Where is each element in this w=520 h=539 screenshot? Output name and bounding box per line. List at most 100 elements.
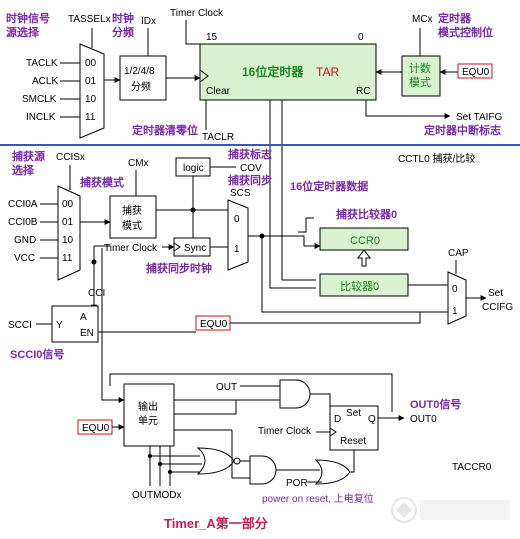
latch-a: A: [80, 312, 87, 323]
mux2-01: 01: [62, 217, 74, 228]
ff-clock-mark: [329, 427, 337, 437]
cci-label: CCI: [88, 288, 105, 299]
capture-source-label-a: 捕获源: [12, 149, 45, 163]
smclk-label: SMCLK: [22, 94, 57, 105]
ff-reset-label: Reset: [340, 436, 366, 447]
capture-mode-block: [109, 195, 157, 239]
scci-label: SCCI: [8, 320, 32, 331]
output-unit-block: [123, 383, 175, 447]
capture-compare0-label: 捕获比较器0: [336, 207, 397, 221]
aclk-label: ACLK: [32, 76, 58, 87]
d-flipflop: [329, 405, 379, 451]
cap-label: CAP: [448, 248, 469, 259]
timer-interrupt-flag-label: 定时器中断标志: [424, 123, 501, 137]
mux2-00: 00: [62, 199, 74, 210]
cci-junction: [91, 259, 97, 265]
scs-label: SCS: [230, 188, 251, 199]
latch-y: Y: [56, 320, 63, 331]
timer-data-bus: [269, 100, 316, 289]
cap-mux-1: 1: [452, 306, 458, 317]
out-feedback: [109, 373, 393, 412]
mux1-11: 11: [85, 112, 96, 123]
scs-mux-1: 1: [234, 244, 240, 255]
divider-label-b: 分频: [131, 80, 151, 93]
ccr0-label: CCR0: [350, 235, 380, 247]
timer-16bit-data-label: 16位定时器数据: [290, 179, 368, 193]
output-unit-mid-lines: [174, 400, 237, 431]
set-ccifg-label-b: CCIFG: [482, 302, 513, 313]
comparator0-label: 比较器0: [340, 279, 379, 293]
clock-divider-label-b: 分频: [112, 25, 134, 39]
out0-label: OUT0: [410, 414, 437, 425]
watermark-logo: [391, 497, 510, 523]
cctl0-label: CCTL0 捕获/比较: [398, 152, 475, 165]
count-mode-block: [401, 55, 441, 97]
timer-clock-sync-label: Timer Clock: [104, 243, 158, 254]
outmod-junction-2: [158, 462, 162, 466]
timer-block-title: 16位定时器: [242, 64, 304, 79]
equ0-mid-label: EQU0: [200, 319, 228, 330]
ff-set-label: Set: [346, 408, 361, 419]
timer-clock-low-label: Timer Clock: [258, 426, 312, 437]
scs-mux: [227, 199, 249, 271]
ccisx-out-line: [101, 248, 125, 403]
mcx-label: MCx: [412, 14, 433, 25]
capture-source-label-b: 选择: [12, 163, 35, 177]
capture-source-mux: [57, 185, 81, 281]
power-on-reset-label: power on reset, 上电复位: [262, 492, 374, 505]
ccioa-label: CCI0A: [8, 199, 38, 210]
clock-input-lines: [60, 62, 80, 118]
clock-source-select-label: 源选择: [6, 25, 40, 39]
sync-clock-mark: [173, 242, 181, 252]
timer-clock-top-label: Timer Clock: [170, 8, 224, 19]
tar-label: TAR: [316, 65, 339, 79]
tasselx-label: TASSELx: [68, 14, 111, 25]
ff-q-label: Q: [368, 414, 376, 425]
bit0-label: 0: [358, 32, 364, 43]
cap-mux: [447, 271, 467, 325]
and-gate-1: [279, 379, 311, 409]
out-label: OUT: [216, 382, 237, 393]
taccr0-label: TACCR0: [452, 462, 492, 473]
count-mode-label-a: 计数: [409, 62, 431, 75]
clock-signal-select-label: 时钟信号: [6, 11, 50, 25]
gnd-label: GND: [14, 235, 36, 246]
timer-clock-top-line: [185, 20, 200, 45]
clear-label: Clear: [206, 86, 231, 97]
capture-edge-symbol: [298, 217, 314, 233]
timer-mode-ctrl-label-a: 定时器: [438, 11, 472, 25]
ff-d-label: D: [334, 414, 341, 425]
clock-source-mux: [79, 43, 105, 139]
ccib-label: CCI0B: [8, 217, 38, 228]
por-label: POR: [286, 478, 308, 489]
capture-mode-label: 捕获模式: [80, 175, 124, 189]
set-taifg-label: Set TAIFG: [456, 112, 503, 123]
capture-input-lines: [40, 203, 58, 259]
output-unit-label-b: 单元: [138, 415, 158, 427]
outmod-lines: [149, 446, 202, 486]
equ0-low-label: EQU0: [82, 423, 110, 434]
inclk-label: INCLK: [26, 112, 56, 123]
capture-flag-label: 捕获标志: [228, 147, 272, 161]
ccr0-to-comparator: [357, 249, 371, 267]
timer-clock-input-mark: [199, 69, 209, 83]
mux2-11: 11: [62, 253, 73, 264]
or-gate-1-bubble: [233, 457, 241, 465]
vcc-label: VCC: [14, 253, 35, 264]
rc-label: RC: [356, 86, 370, 97]
capture-sync-clock-label: 捕获同步时钟: [146, 261, 212, 275]
timer-clear-label: 定时器清零位: [132, 123, 198, 137]
outmod-junction-3: [168, 470, 172, 474]
scci-signal-label: SCCI0信号: [10, 347, 64, 361]
logic-label: logic: [183, 163, 204, 174]
equ0-top-box: [457, 63, 493, 79]
cmx-label: CMx: [128, 158, 149, 169]
idx-label: IDx: [141, 16, 156, 27]
outmod-junction-1: [148, 454, 152, 458]
taclk-label: TACLK: [26, 58, 58, 69]
or1-to-and2: [231, 430, 250, 479]
mux1-01: 01: [85, 76, 97, 87]
scs-mux-0: 0: [234, 214, 240, 225]
sync-label: Sync: [184, 243, 206, 254]
